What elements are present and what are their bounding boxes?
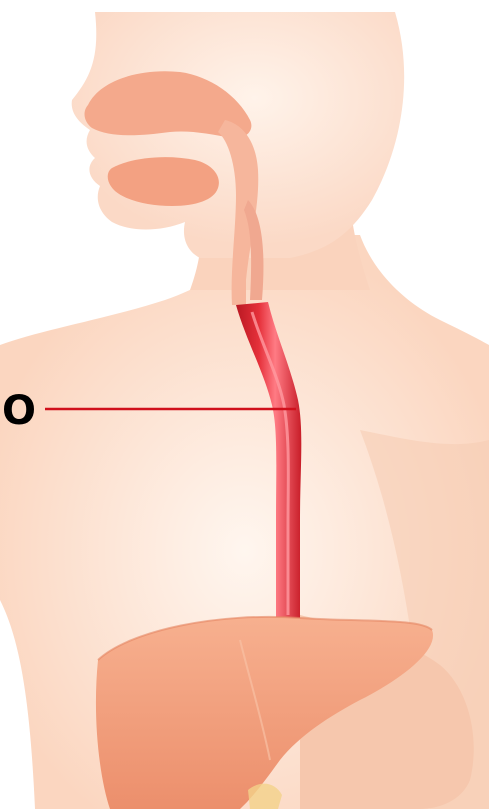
label-text: O bbox=[2, 388, 36, 434]
